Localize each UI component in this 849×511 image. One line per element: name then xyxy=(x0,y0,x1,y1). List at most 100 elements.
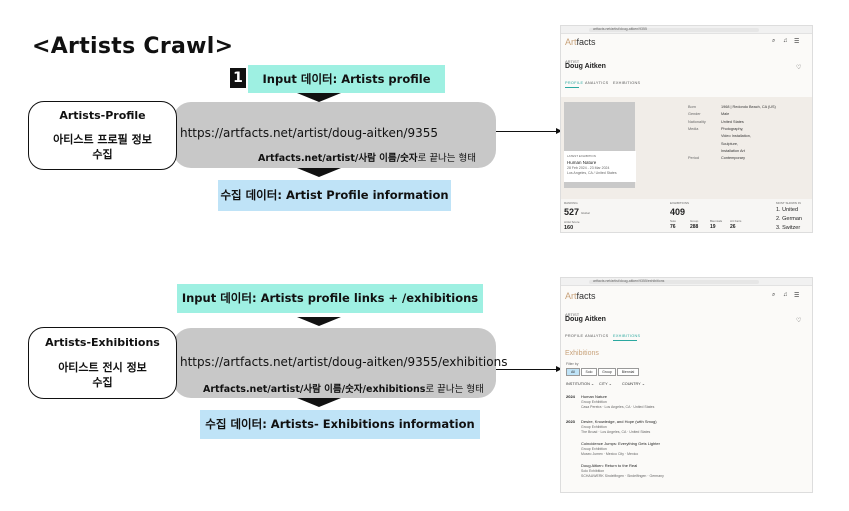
artfacts-logo: Artfacts xyxy=(565,291,596,301)
ranking-label: RANKING xyxy=(564,201,578,205)
step1-url-box xyxy=(173,102,496,168)
country-item: 1. United xyxy=(776,207,799,213)
tab-underline xyxy=(565,87,579,88)
step1-node-desc: 아티스트 프로필 정보 수집 xyxy=(53,133,152,161)
ranking-sub: Global xyxy=(581,211,590,215)
step2-connector-arrowhead xyxy=(556,366,562,372)
ranking-small: 160 xyxy=(564,225,574,231)
entry-year: 2024 xyxy=(566,394,575,399)
search-icon: ⌕ xyxy=(772,38,776,44)
breakdown-value: 288 xyxy=(690,224,699,230)
step2-input-arrow xyxy=(297,317,341,326)
card-dates: 28 Feb 2024 - 23 Mar 2024 xyxy=(567,166,610,170)
step1-pattern-rest: 로 끝나는 형태 xyxy=(417,153,477,164)
entry-title: Coincidence Jumps: Everything Gets Light… xyxy=(581,441,660,446)
entry-type: Group Exhibition xyxy=(581,399,607,404)
step2-node: Artists-Exhibitions 아티스트 전시 정보 수집 xyxy=(28,327,177,399)
entry-place: Casa Pereira · Los Angeles, CA · United … xyxy=(581,404,655,409)
step1-input-label: Input 데이터: Artists profile links xyxy=(248,65,445,114)
breakdown-label: Biennials xyxy=(710,219,723,223)
step1-node-title: Artists-Profile xyxy=(59,109,146,122)
heart-icon: ♡ xyxy=(796,318,802,324)
tab-analytics: ANALYTICS xyxy=(585,334,609,338)
fact-value: Contemporary xyxy=(721,156,746,161)
step2-node-title: Artists-Exhibitions xyxy=(45,336,160,349)
step2-url: https://artfacts.net/artist/doug-aitken/… xyxy=(180,355,508,369)
filter-chip-group[interactable]: Group xyxy=(598,368,616,376)
fact-label: Born xyxy=(688,105,697,109)
fact-value: Male xyxy=(721,112,730,117)
entry-type: Group Exhibition xyxy=(581,424,607,429)
filter-chip-all[interactable]: All xyxy=(566,368,580,376)
exhibitions-page-screenshot: artfacts.net/artist/doug-aitken/9355/exh… xyxy=(560,277,813,493)
country-item: 3. Switzer xyxy=(776,225,801,231)
browser-toolbar xyxy=(561,278,812,286)
fact-value: Sculpture, xyxy=(721,141,739,146)
fact-label: Media xyxy=(688,126,699,131)
stats-band xyxy=(561,199,812,232)
search-icon: ⌕ xyxy=(772,292,776,298)
filter-chip-solo[interactable]: Solo xyxy=(581,368,597,376)
fact-value: 1968 | Redondo Beach, CA (US) xyxy=(721,105,776,109)
artist-name: Doug Aitken xyxy=(565,63,606,70)
step2-pattern-rest: 로 끝나는 형태 xyxy=(425,384,484,395)
artfacts-logo: Artfacts xyxy=(565,37,596,47)
ranking-value: 527 xyxy=(564,207,580,217)
artist-name: Doug Aitken xyxy=(565,316,606,323)
breakdown-value: 76 xyxy=(670,224,676,230)
entry-type: Solo Exhibition xyxy=(581,468,605,473)
section-title: Exhibitions xyxy=(565,350,599,357)
breakdown-label: Art Fairs xyxy=(730,219,742,223)
address-bar xyxy=(589,27,759,32)
menu-icon: ☰ xyxy=(794,293,800,299)
tab-exhibitions: EXHIBITIONS xyxy=(613,334,641,338)
entry-place: Museo Jumex · Mexico City · Mexico xyxy=(581,451,639,456)
tab-exhibitions: EXHIBITIONS xyxy=(613,81,641,85)
country-item: 2. German xyxy=(776,216,802,222)
heart-icon: ♡ xyxy=(796,65,802,71)
filter-dropdown[interactable]: INSTITUTION ⌄ xyxy=(566,382,595,386)
step-number-badge: 1 xyxy=(230,68,246,88)
browser-toolbar xyxy=(561,26,812,34)
card-overline: LATEST EXHIBITION xyxy=(567,154,596,158)
filter-dropdown[interactable]: COUNTRY ⌄ xyxy=(622,382,645,386)
ranking-sub2: Artist Score xyxy=(564,220,580,224)
artist-overline: ARTIST xyxy=(565,312,580,317)
step1-pattern-bold: Artfacts.net/artist/사람 이름/숫자 xyxy=(258,153,418,164)
breakdown-value: 26 xyxy=(730,224,736,230)
entry-type: Group Exhibition xyxy=(581,446,607,451)
filter-label: Filter by xyxy=(566,362,579,366)
card-title: Human Nature xyxy=(567,160,597,165)
tab-underline xyxy=(613,340,637,341)
filter-dropdown[interactable]: CITY ⌄ xyxy=(599,382,612,386)
filter-chip-biennial[interactable]: Biennial xyxy=(617,368,639,376)
tab-profile: PROFILE xyxy=(565,334,584,338)
countries-label: MOST SHOWN IN xyxy=(776,201,801,205)
breakdown-label: Solo xyxy=(670,219,677,223)
step1-output-arrow xyxy=(297,168,341,177)
fact-label: Period xyxy=(688,156,699,161)
page-title: <Artists Crawl> xyxy=(32,34,234,59)
artist-overline: ARTIST xyxy=(565,59,580,64)
step2-url-pattern: Artfacts.net/artist/사람 이름/숫자/exhibitions… xyxy=(203,381,484,395)
fact-value: Installation Art xyxy=(721,148,745,153)
card-place: Los Angeles, CA / United States xyxy=(567,171,617,175)
bell-icon: ♫ xyxy=(783,292,788,298)
fact-label: Gender xyxy=(688,112,701,117)
profile-page-screenshot: artfacts.net/artist/doug-aitken/9355 Art… xyxy=(560,25,813,233)
step2-pattern-bold: Artfacts.net/artist/사람 이름/숫자/exhibitions xyxy=(203,384,426,395)
breakdown-value: 19 xyxy=(710,224,716,230)
entry-place: SCHAUWERK Sindelfingen · Sindelfingen · … xyxy=(581,473,664,478)
entry-place: The Broad · Los Angeles, CA · United Sta… xyxy=(581,429,651,434)
step2-output-label: 수집 데이터: Artists- Exhibitions information xyxy=(200,410,480,439)
tab-analytics: ANALYTICS xyxy=(585,81,609,85)
fact-value: Photography, xyxy=(721,126,744,131)
step1-output-label: 수집 데이터: Artist Profile information xyxy=(218,180,451,211)
tab-profile: PROFILE xyxy=(565,81,584,85)
step1-url: https://artfacts.net/artist/doug-aitken/… xyxy=(180,126,439,140)
exhibitions-label: EXHIBITIONS xyxy=(670,201,690,205)
entry-title: Desire, Knowledge, and Hope (with Smog) xyxy=(581,419,657,424)
latest-exhibition-card: LATEST EXHIBITION Human Nature 28 Feb 20… xyxy=(564,151,636,182)
entry-title: Doug Aitken: Return to the Real xyxy=(581,463,638,468)
fact-value: United States xyxy=(721,119,744,124)
